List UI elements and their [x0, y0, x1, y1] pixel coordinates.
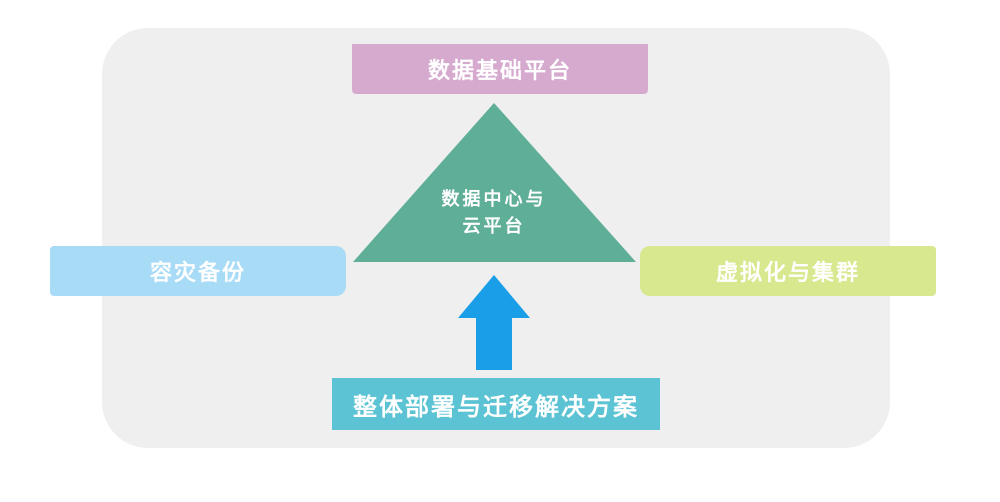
data-foundation-platform-box: 数据基础平台	[352, 44, 648, 94]
virtualization-cluster-label: 虚拟化与集群	[715, 261, 860, 286]
data-foundation-platform-label: 数据基础平台	[427, 59, 572, 84]
up-arrow-icon	[458, 275, 530, 370]
deployment-migration-label: 整体部署与迁移解决方案	[353, 392, 639, 421]
disaster-recovery-box: 容灾备份	[50, 246, 346, 296]
center-triangle-label: 数据中心与 云平台	[404, 186, 584, 240]
center-label-line2: 云平台	[462, 216, 526, 237]
center-triangle	[353, 103, 636, 262]
disaster-recovery-label: 容灾备份	[149, 261, 246, 286]
virtualization-cluster-box: 虚拟化与集群	[640, 246, 936, 296]
deployment-migration-box: 整体部署与迁移解决方案	[332, 378, 660, 430]
center-label-line1: 数据中心与	[441, 189, 547, 210]
